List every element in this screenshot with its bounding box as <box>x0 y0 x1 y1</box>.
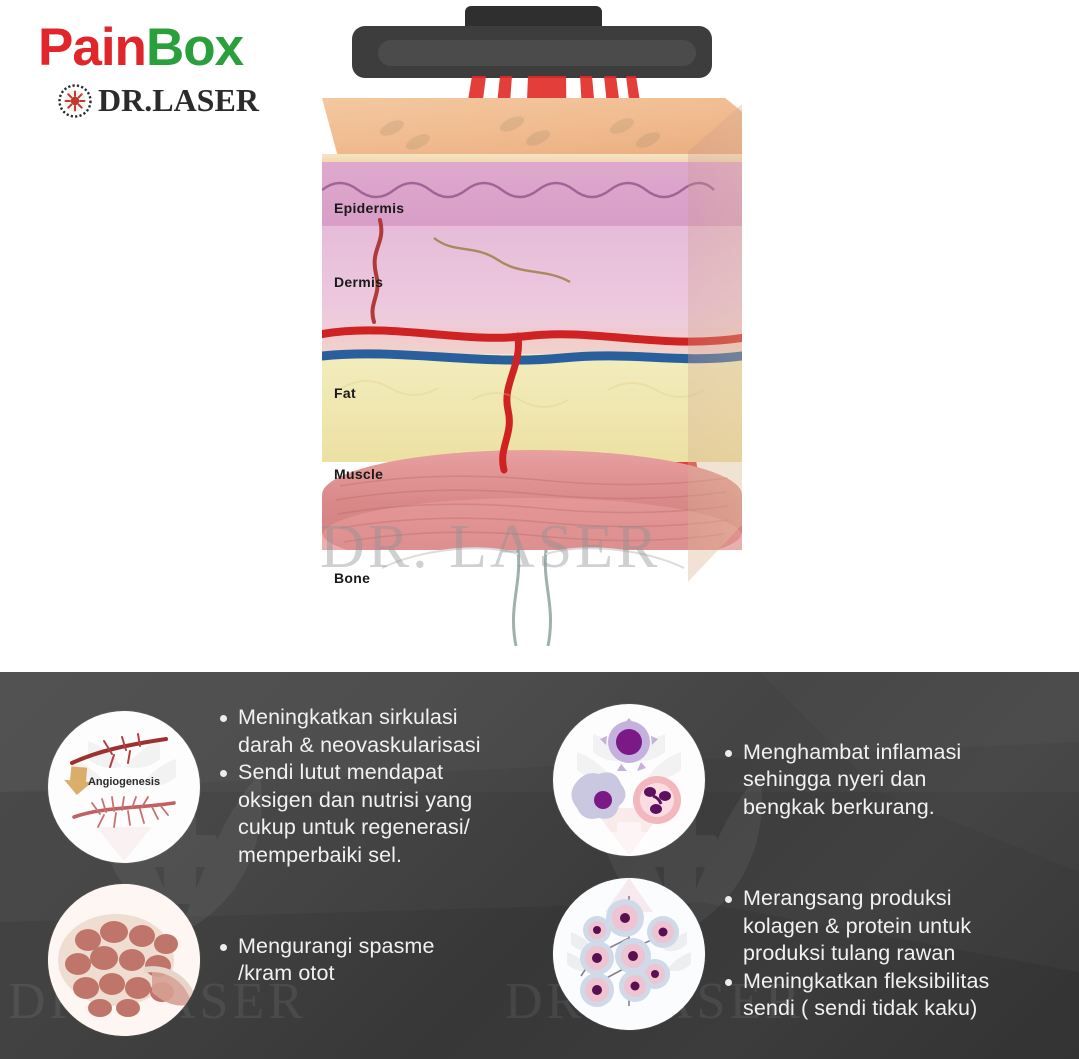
bullet-dot <box>725 896 732 904</box>
benefit-bullets-2: Menghambat inflamasi sehingga nyeri dan … <box>723 739 961 822</box>
bullet-item: Meningkatkan fleksibilitas sendi ( sendi… <box>723 968 989 1023</box>
bullet-text: Menghambat inflamasi sehingga nyeri dan … <box>743 739 962 819</box>
benefit-bullets-1: Meningkatkan sirkulasi darah & neovaskul… <box>218 704 481 869</box>
bullet-text: Meningkatkan sirkulasi darah & neovaskul… <box>238 705 481 757</box>
muscle-fibers-icon <box>48 884 200 1036</box>
dermis-layer <box>322 226 742 338</box>
label-epidermis: Epidermis <box>334 200 405 216</box>
diagram-section: PainBox <box>38 6 742 646</box>
inflammation-cells-icon <box>553 704 705 856</box>
bullet-dot <box>220 715 227 722</box>
wreath-decor <box>72 740 176 861</box>
skin-surface <box>322 98 742 160</box>
logo-box-text: Box <box>145 18 244 77</box>
device-emitter-window <box>378 40 696 66</box>
logo-sublabel: DR.LASER <box>58 82 259 119</box>
benefits-panel: DR. LASER DR. LASER <box>0 672 1079 1059</box>
brand-logo: PainBox <box>38 20 298 120</box>
logo-pain-text: Pain <box>38 18 147 77</box>
skin-cross-section <box>322 98 742 646</box>
logo-wordmark: PainBox <box>38 20 298 76</box>
label-muscle: Muscle <box>334 466 384 482</box>
benefit-item-4: Merangsang produksi kolagen & protein un… <box>553 878 1053 1030</box>
diagram-watermark: DR. LASER <box>320 513 661 581</box>
benefit-bullets-4: Merangsang produksi kolagen & protein un… <box>723 885 989 1023</box>
bullet-dot <box>725 749 732 757</box>
skin-detail-overlay <box>322 116 742 646</box>
benefit-item-1: Angiogenesis Meningkatkan sirkulasi dara… <box>48 704 538 869</box>
bullet-item: Merangsang produksi kolagen & protein un… <box>723 885 989 968</box>
bullet-item: Meningkatkan sirkulasi darah & neovaskul… <box>218 704 481 759</box>
panel-facets <box>0 902 1079 1059</box>
angiogenesis-icon: Angiogenesis <box>48 710 200 863</box>
bullet-dot <box>725 978 732 986</box>
bullet-dot <box>220 770 227 777</box>
label-bone: Bone <box>334 570 371 586</box>
bullet-text: Mengurangi spasme /kram otot <box>238 933 435 986</box>
rosette-icon <box>58 83 92 118</box>
skin-block-side-face <box>688 104 742 582</box>
bullet-text: Meningkatkan fleksibilitas sendi ( sendi… <box>743 968 990 1021</box>
bullet-dot <box>220 943 227 951</box>
benefit-item-2: Menghambat inflamasi sehingga nyeri dan … <box>553 704 1053 856</box>
bullet-item: Menghambat inflamasi sehingga nyeri dan … <box>723 739 961 822</box>
benefit-item-3: Mengurangi spasme /kram otot <box>48 884 538 1036</box>
label-fat: Fat <box>334 385 356 401</box>
logo-drlaser-text: DR.LASER <box>98 82 259 118</box>
bullet-text: Sendi lutut mendapat oksigen dan nutrisi… <box>238 760 473 867</box>
cartilage-cells-icon <box>553 878 705 1030</box>
fat-layer <box>322 354 742 462</box>
bullet-item: Sendi lutut mendapat oksigen dan nutrisi… <box>218 759 481 869</box>
bullet-item: Mengurangi spasme /kram otot <box>218 933 435 988</box>
angiogenesis-caption: Angiogenesis <box>88 776 160 788</box>
epidermis-layer <box>322 162 742 234</box>
bullet-text: Merangsang produksi kolagen & protein un… <box>743 886 972 966</box>
label-dermis: Dermis <box>334 274 384 290</box>
benefit-bullets-3: Mengurangi spasme /kram otot <box>218 933 435 988</box>
